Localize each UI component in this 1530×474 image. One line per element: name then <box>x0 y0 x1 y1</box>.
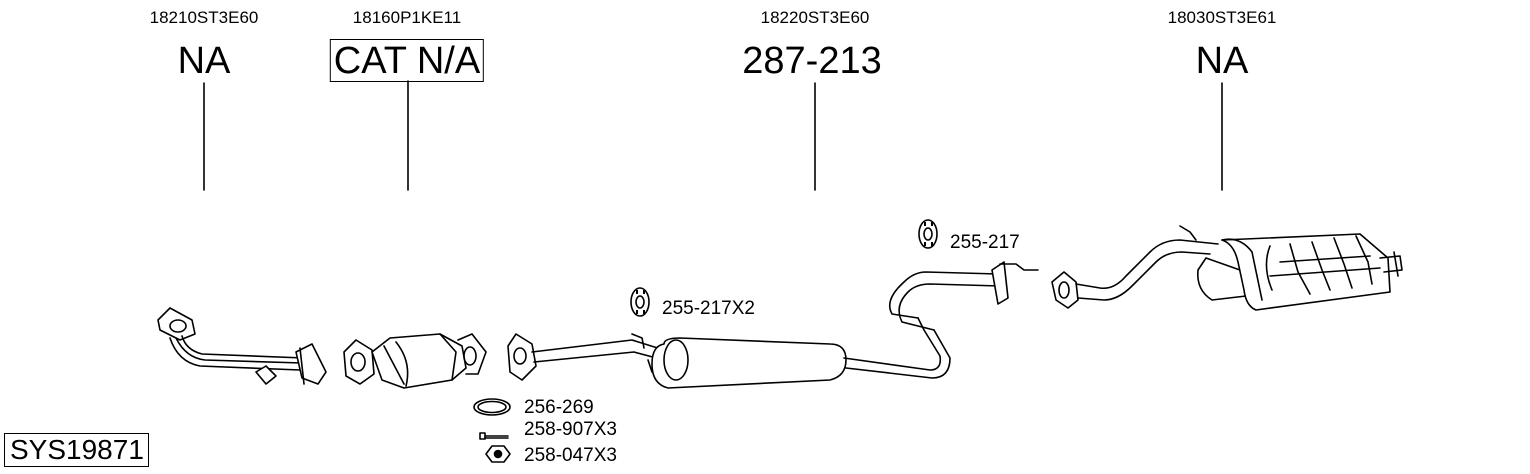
leader-lines <box>203 80 1223 191</box>
oem-number-catalyst: 18160P1KE11 <box>352 8 462 27</box>
ref-number-rear-silencer: NA <box>1195 40 1249 82</box>
bolt-icon <box>479 432 509 440</box>
ref-number-middle-silencer: 287-213 <box>742 40 882 82</box>
gasket-label: 256-269 <box>524 397 594 418</box>
hanger-single-label: 255-217 <box>950 232 1020 253</box>
system-id-box: SYS19871 <box>4 433 149 467</box>
oem-number-middle-silencer: 18220ST3E60 <box>760 8 870 27</box>
bolt-label: 258-907X3 <box>524 419 617 440</box>
nut-label: 258-047X3 <box>524 445 617 466</box>
rear-silencer-part <box>1051 225 1403 311</box>
ref-number-catalyst: CAT N/A <box>329 39 485 82</box>
middle-silencer-part <box>507 261 1039 389</box>
rubber-hanger-icon <box>630 287 650 317</box>
gasket-icon <box>473 398 511 416</box>
nut-icon <box>485 445 511 463</box>
catalyst-part <box>343 333 487 389</box>
ref-number-front-pipe: NA <box>177 40 231 82</box>
front-pipe-part <box>157 307 327 385</box>
rubber-hanger-single-icon <box>918 219 938 249</box>
hanger-pair-label: 255-217X2 <box>662 298 755 319</box>
oem-number-front-pipe: 18210ST3E60 <box>149 8 259 27</box>
oem-number-rear-silencer: 18030ST3E61 <box>1167 8 1277 27</box>
